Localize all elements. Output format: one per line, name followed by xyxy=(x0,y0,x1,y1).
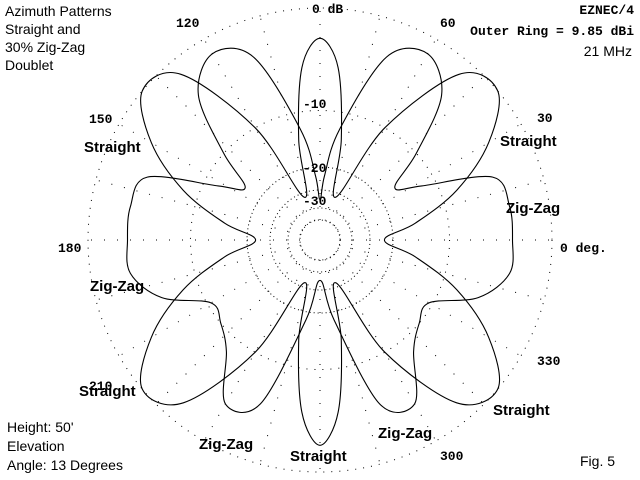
grid-ring xyxy=(189,109,451,371)
curve-label-straight-150: Straight xyxy=(84,139,141,156)
angle-label-30: 30 xyxy=(537,111,553,126)
figure-label: Fig. 5 xyxy=(580,453,615,469)
angle-label-180: 180 xyxy=(58,241,82,256)
grid-radial-line xyxy=(333,253,485,405)
curve-label-zigzag-0: Zig-Zag xyxy=(506,200,560,217)
grid-radial-line xyxy=(203,257,311,442)
grid-ring xyxy=(299,219,341,261)
db-label-30: -30 xyxy=(303,194,327,209)
title-line-3: 30% Zig-Zag xyxy=(5,39,85,55)
grid-radial-line xyxy=(329,38,437,223)
pattern-curve-zig-zag xyxy=(126,47,514,413)
grid-radial-line xyxy=(95,179,301,236)
title-line-1: Azimuth Patterns xyxy=(5,3,112,19)
height-label: Height: 50' xyxy=(7,419,74,435)
angle-label-330: 330 xyxy=(537,354,561,369)
db-label-10: -10 xyxy=(303,97,327,112)
polar-grid xyxy=(87,7,553,473)
pattern-curve-straight xyxy=(139,37,501,446)
grid-ring xyxy=(87,7,553,473)
angle-label-60: 60 xyxy=(440,16,456,31)
grid-ring xyxy=(269,189,371,291)
angle-label-120: 120 xyxy=(176,16,200,31)
grid-radial-line xyxy=(155,253,307,405)
db-label-20: -20 xyxy=(303,161,327,176)
curve-label-zigzag-180: Zig-Zag xyxy=(90,278,144,295)
angle-label-0: 0 deg. xyxy=(560,241,607,256)
title-line-2: Straight and xyxy=(5,21,81,37)
angle-label-210: 210 xyxy=(89,379,113,394)
program-name: EZNEC/4 xyxy=(579,3,634,18)
curve-label-zigzag-300: Zig-Zag xyxy=(378,425,432,442)
title-line-4: Doublet xyxy=(5,57,53,73)
angle-label-300: 300 xyxy=(440,449,464,464)
curve-label-straight-270: Straight xyxy=(290,448,347,465)
curve-label-straight-330: Straight xyxy=(493,402,550,419)
grid-radial-line xyxy=(203,38,311,223)
frequency-label: 21 MHz xyxy=(584,43,632,59)
curve-label-zigzag-240: Zig-Zag xyxy=(199,436,253,453)
outer-ring-value: Outer Ring = 9.85 dBi xyxy=(470,24,634,39)
elevation-label: Elevation xyxy=(7,438,65,454)
angle-label-150: 150 xyxy=(89,112,113,127)
angle-value-label: Angle: 13 Degrees xyxy=(7,457,123,473)
grid-ring xyxy=(287,207,353,273)
curve-label-straight-30: Straight xyxy=(500,133,557,150)
db-label-0: 0 dB xyxy=(312,2,343,17)
pattern-curves xyxy=(126,37,514,446)
grid-radial-line xyxy=(329,257,437,442)
curve-label-straight-210: Straight xyxy=(79,383,136,400)
